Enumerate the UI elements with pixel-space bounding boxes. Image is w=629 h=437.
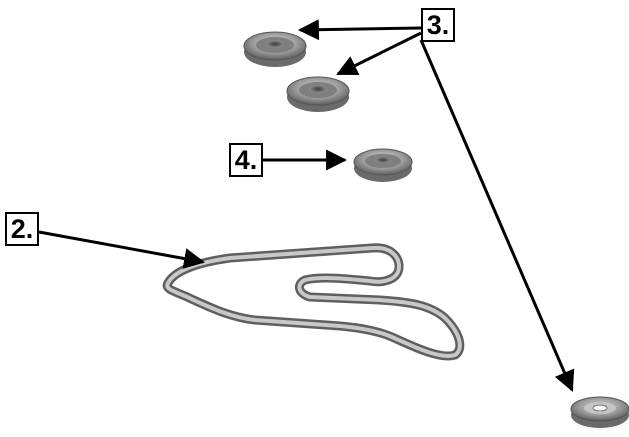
callout-label-3: 3. <box>421 8 455 42</box>
leader-arrows <box>38 19 575 392</box>
arrow-3-to-bottom-pulley <box>419 39 575 392</box>
callout-label-2: 2. <box>5 212 39 246</box>
idler-pulley-lower <box>286 76 350 112</box>
serpentine-belt <box>162 243 465 361</box>
idler-pulley-upper <box>243 31 307 67</box>
arrow-3-to-lower-pulley <box>336 31 422 76</box>
tensioner-pulley <box>353 148 413 182</box>
callout-label-4: 4. <box>229 143 263 177</box>
idler-pulley-bottom <box>570 396 629 428</box>
arrow-3-to-upper-pulley <box>297 19 422 41</box>
arrow-2-to-belt <box>38 230 206 269</box>
